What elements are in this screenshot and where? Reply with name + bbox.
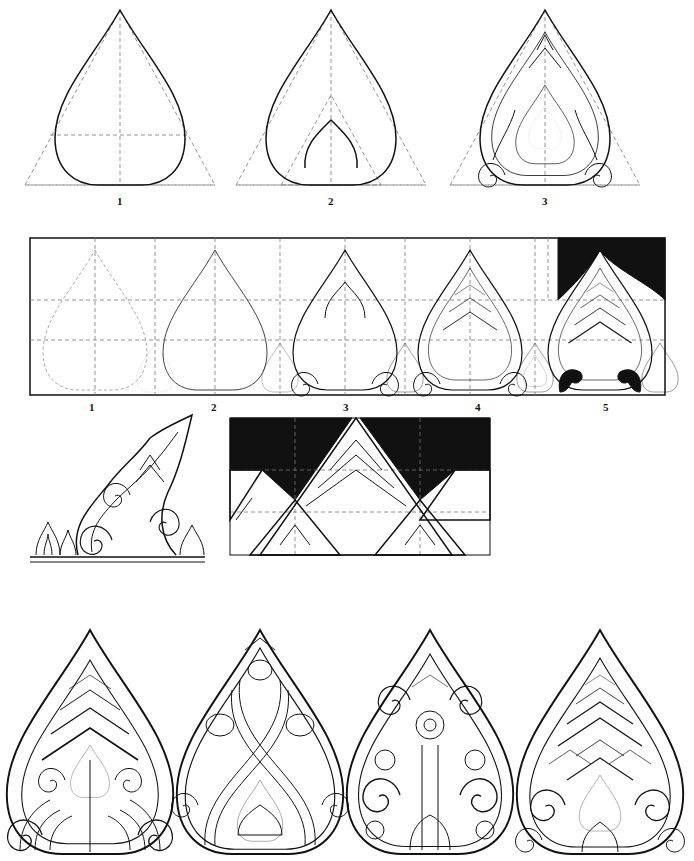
flame-motif: [30, 415, 205, 562]
triangle-construction: [230, 418, 490, 555]
step-number: 1: [89, 402, 95, 413]
construction-step: [450, 10, 640, 187]
construction-step: [236, 10, 426, 185]
step-number: 5: [603, 402, 609, 413]
construction-step: [25, 10, 215, 185]
step-number: 1: [117, 196, 123, 207]
finished-ornament: [172, 630, 349, 854]
finished-ornament: [347, 630, 513, 854]
step-number: 2: [328, 196, 334, 207]
step-number: 3: [542, 196, 548, 207]
step-number: 2: [211, 402, 217, 413]
border-pattern-steps: [30, 238, 678, 396]
step-number: 3: [343, 402, 349, 413]
finished-ornament: [7, 630, 173, 854]
finished-ornament: [516, 630, 685, 854]
step-number: 4: [475, 402, 481, 413]
